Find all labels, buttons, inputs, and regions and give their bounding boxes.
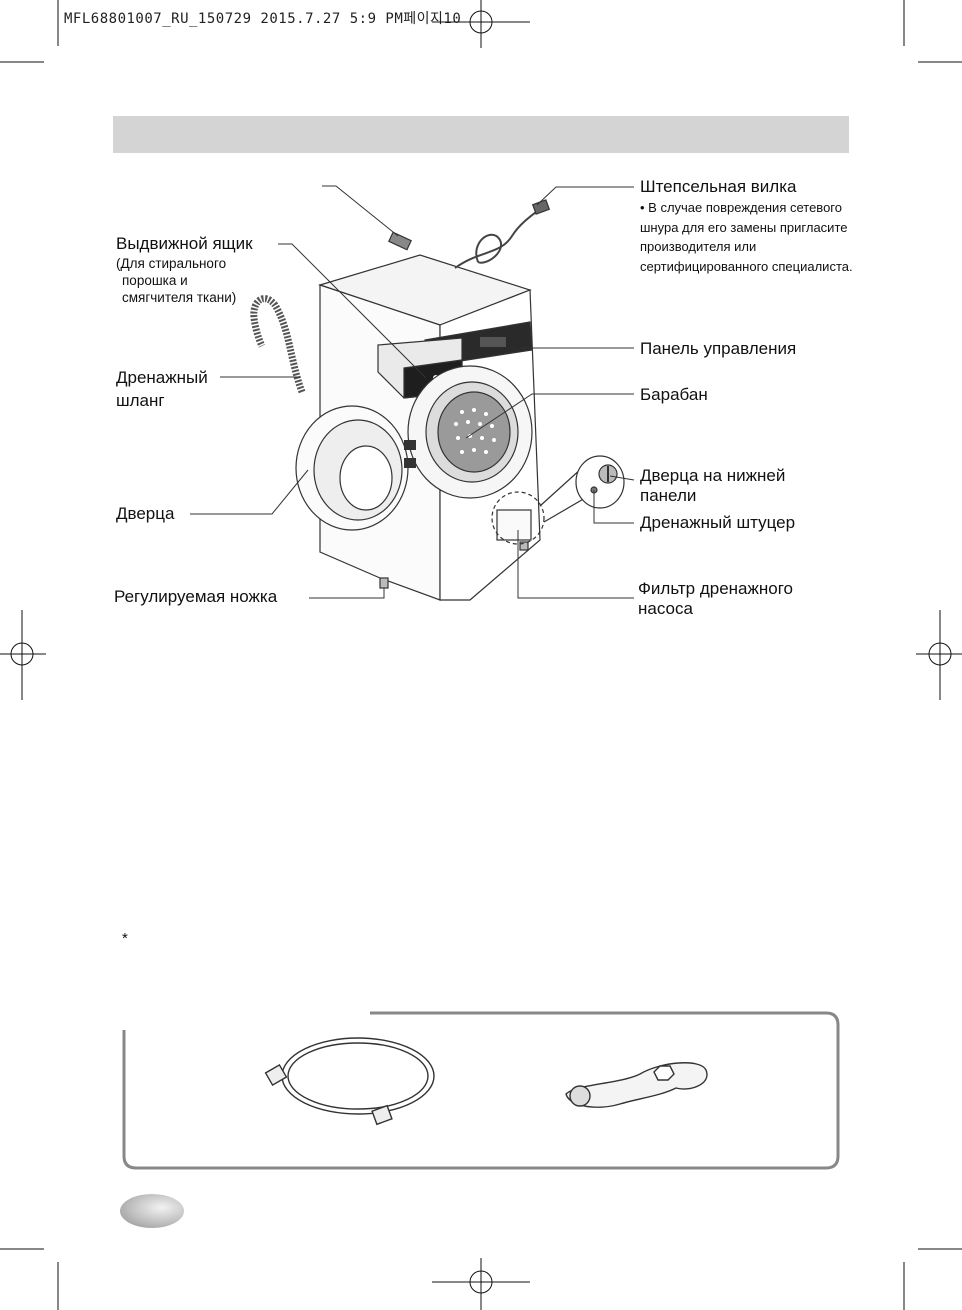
label-door: Дверца	[116, 504, 175, 523]
label-plug-note: • В случае повреждения сетевого шнура дл…	[640, 200, 853, 274]
footnote-mark: *	[122, 930, 128, 947]
print-header: MFL68801007_RU_150729 2015.7.27 5:9 PM페이…	[64, 11, 462, 27]
page-number-oval	[120, 1194, 184, 1228]
accessories-panel	[122, 1011, 840, 1170]
label-pump-filter-2: насоса	[638, 599, 693, 618]
label-lower-door-2: панели	[640, 486, 697, 505]
section-title-band	[113, 116, 849, 153]
inlet-hose-illustration	[264, 1037, 435, 1126]
label-drawer-note-3: смягчителя ткани)	[122, 290, 237, 305]
label-power-plug: Штепсельная вилка	[640, 177, 797, 196]
washer-illustration	[250, 199, 625, 601]
label-drawer-note-1: (Для стирального	[116, 256, 227, 271]
label-drain-hose-2: шланг	[116, 391, 165, 410]
label-drawer-note-2: порошка и	[122, 273, 188, 288]
label-drum: Барабан	[640, 385, 708, 404]
label-drain-hose-1: Дренажный	[116, 368, 208, 387]
label-drain-nipple: Дренажный штуцер	[640, 513, 796, 532]
label-lower-door-1: Дверца на нижней	[640, 466, 786, 485]
callout-lines	[190, 185, 635, 599]
spanner-illustration	[565, 1062, 708, 1108]
label-pump-filter-1: Фильтр дренажного	[638, 579, 794, 598]
label-leveling-foot: Регулируемая ножка	[114, 587, 278, 606]
label-control-panel: Панель управления	[640, 339, 797, 358]
label-drawer: Выдвижной ящик	[116, 234, 253, 253]
